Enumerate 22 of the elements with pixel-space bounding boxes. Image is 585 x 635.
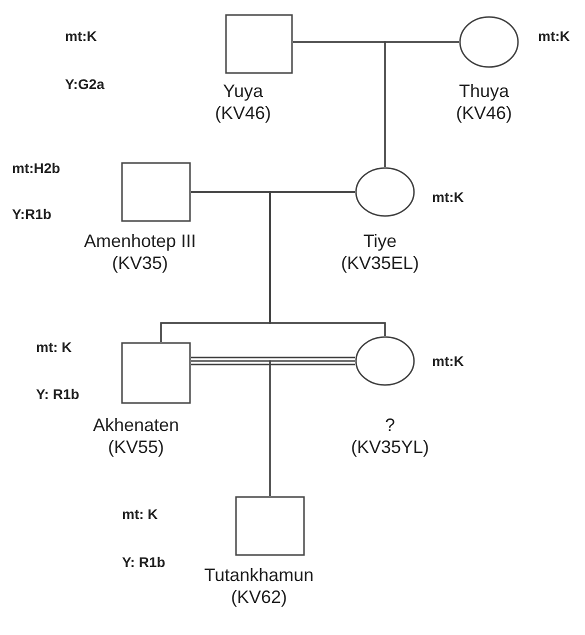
haplogroup-label: mt: K [122,506,158,522]
haplogroup-label: Y: R1b [122,554,166,570]
haplogroup-label: mt:K [65,28,97,44]
person-name: Yuya (KV46) [214,80,272,124]
person-name: Thuya (KV46) [454,80,514,124]
person-name: Amenhotep III (KV35) [82,230,198,274]
haplogroup-label: mt: K [36,339,72,355]
person-name: Akhenaten (KV55) [92,414,180,458]
haplogroup-label: mt:H2b [12,160,60,176]
haplogroup-label: Y:R1b [12,206,52,222]
haplogroup-label: mt:K [538,28,570,44]
haplogroup-label: Y: R1b [36,386,80,402]
haplogroup-label: Y:G2a [65,76,104,92]
descent-line [269,191,386,336]
person-name: Tutankhamun (KV62) [203,564,315,608]
person-name: ? (KV35YL) [350,414,430,458]
person-name: Tiye (KV35EL) [340,230,420,274]
haplogroup-label: mt:K [432,189,464,205]
descent-line [269,360,355,496]
consanguineous-marriage-line [190,356,356,366]
descent-line [384,41,459,167]
haplogroup-label: mt:K [432,353,464,369]
